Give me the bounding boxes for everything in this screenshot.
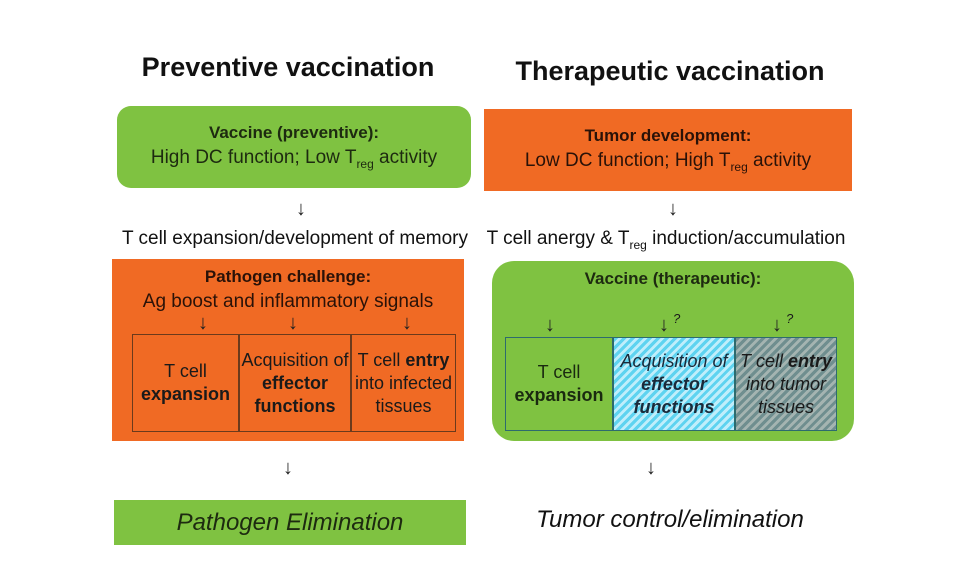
down-arrow-icon: ↓ — [668, 198, 678, 220]
tumor-development-box: Tumor development: Low DC function; High… — [484, 109, 852, 191]
down-arrow-icon: ↓ — [296, 198, 306, 220]
tumor-development-desc: Low DC function; High Treg activity — [524, 150, 812, 174]
preventive-vaccine-box: Vaccine (preventive): High DC function; … — [117, 106, 471, 188]
down-arrow-icon: ↓ — [772, 314, 782, 336]
preventive-vaccine-desc: High DC function; Low Treg activity — [150, 147, 438, 171]
question-mark: ? — [786, 311, 794, 326]
pathogen-challenge-box: Pathogen challenge: Ag boost and inflamm… — [112, 259, 464, 441]
preventive-vaccine-heading: Vaccine (preventive): — [208, 123, 380, 142]
therapeutic-title: Therapeutic vaccination — [515, 56, 825, 86]
pathogen-challenge-subheading: Ag boost and inflammatory signals — [142, 291, 434, 312]
down-arrow-icon: ↓ — [402, 312, 412, 334]
preventive-title: Preventive vaccination — [141, 52, 435, 82]
down-arrow-icon: ↓ — [198, 312, 208, 334]
tumor-development-heading: Tumor development: — [584, 126, 752, 145]
pathogen-elimination-box: Pathogen Elimination — [114, 500, 466, 545]
question-mark: ? — [673, 311, 681, 326]
down-arrow-icon: ↓ — [659, 314, 669, 336]
down-arrow-icon: ↓ — [288, 312, 298, 334]
down-arrow-icon: ↓ — [646, 457, 656, 479]
therapeutic-vaccine-heading: Vaccine (therapeutic): — [584, 269, 762, 288]
therapeutic-mid-text: T cell anergy & Treg induction/accumulat… — [486, 228, 846, 252]
pathogen-elimination-text: Pathogen Elimination — [176, 509, 404, 536]
preventive-mid-text: T cell expansion/development of memory — [121, 228, 469, 249]
tumor-control-text: Tumor control/elimination — [536, 506, 804, 533]
pathogen-challenge-heading: Pathogen challenge: — [204, 267, 372, 286]
down-arrow-icon: ↓ — [545, 314, 555, 336]
down-arrow-icon: ↓ — [283, 457, 293, 479]
